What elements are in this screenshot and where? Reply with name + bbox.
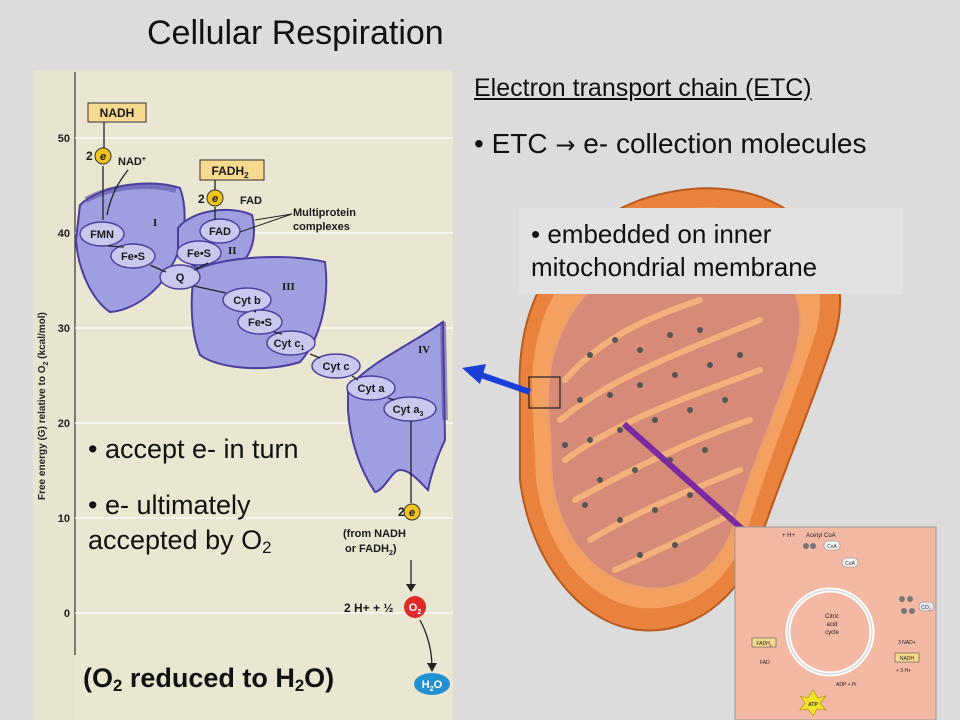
water-badge: H2O — [422, 679, 443, 693]
embedded-callout: • embedded on inner mitochondrial membra… — [519, 208, 903, 294]
inset-acetyl-coa: Acetyl CoA — [806, 533, 836, 539]
complex-iv-label: IV — [418, 344, 430, 356]
y-tick-40: 40 — [58, 228, 70, 240]
nadh-label: NADH — [100, 106, 135, 120]
inset-fad: FAD — [760, 660, 770, 666]
inset-nad: 3 NAD+ — [898, 640, 916, 646]
carrier-cyt-a3: Cyt a3 — [393, 404, 424, 418]
carrier-cyt-c1: Cyt c1 — [274, 338, 305, 352]
inset-fadh2: FADH2 — [756, 641, 771, 648]
blue-pointer-arrow — [462, 364, 531, 395]
multiprotein-label-2: complexes — [293, 221, 350, 233]
from-nadh-label: (from NADH — [343, 528, 406, 540]
etc-energy-panel: 50 40 30 20 10 0 Free energy (G) relativ… — [33, 70, 453, 720]
nad-plus-label: NAD+ — [118, 156, 146, 168]
carrier-q: Q — [176, 272, 185, 284]
svg-text:e: e — [212, 193, 218, 205]
y-axis-label: Free energy (G) relative to O2 (kcal/mol… — [37, 312, 50, 500]
cycle-label-3: cycle — [825, 630, 839, 636]
fadh2-two: 2 — [198, 192, 205, 206]
or-fadh2-label: or FADH2) — [345, 543, 397, 557]
oxygen-badge: O2 — [409, 602, 422, 616]
inset-adp: ADP + Pi — [836, 682, 856, 688]
svg-text:e: e — [409, 507, 415, 519]
carrier-cyt-c: Cyt c — [323, 361, 350, 373]
fad-label: FAD — [240, 195, 262, 207]
slide-title: Cellular Respiration — [147, 14, 444, 52]
complex-ii-label: II — [228, 245, 237, 257]
carrier-fes-2: Fe•S — [187, 248, 211, 260]
carrier-fes-1: Fe•S — [121, 251, 145, 263]
carrier-fad: FAD — [209, 226, 231, 238]
svg-text:e: e — [100, 151, 106, 163]
inset-nadh: NADH — [900, 656, 915, 662]
inset-h-top: + H+ — [782, 533, 796, 539]
complex-iii-label: III — [282, 281, 295, 293]
y-tick-30: 30 — [58, 323, 70, 335]
cycle-label-1: Citric — [825, 614, 839, 620]
inset-co2: CO2 — [921, 605, 931, 612]
svg-text:CoA: CoA — [827, 544, 837, 550]
etc-heading: Electron transport chain (ETC) — [474, 74, 812, 102]
y-tick-20: 20 — [58, 418, 70, 430]
svg-text:2: 2 — [398, 505, 405, 519]
fadh2-label: FADH2 — [211, 164, 249, 180]
nadh-two: 2 — [86, 149, 93, 163]
y-tick-50: 50 — [58, 133, 70, 145]
reduced-caption: (O2 reduced to H2O) — [83, 663, 335, 696]
h-plus-equation: 2 H+ + ½ — [344, 601, 393, 615]
svg-text:CoA: CoA — [845, 561, 855, 567]
cycle-label-2: acid — [826, 622, 837, 628]
carrier-cyt-b: Cyt b — [233, 295, 261, 307]
carrier-fes-3: Fe•S — [248, 317, 272, 329]
carrier-cyt-a: Cyt a — [358, 383, 386, 395]
ultimate-bullet: • e- ultimately accepted by O2 — [88, 490, 272, 558]
y-tick-10: 10 — [58, 513, 70, 525]
y-tick-0: 0 — [64, 608, 70, 620]
mitochondrion-illustration — [518, 187, 841, 632]
right-arrow-icon: → — [555, 131, 576, 159]
inset-3h: + 3 H+ — [896, 668, 911, 674]
carrier-fmn: FMN — [90, 229, 114, 241]
multiprotein-label-1: Multiprotein — [293, 207, 356, 219]
inset-atp: ATP — [808, 702, 818, 708]
embedded-bullet: • embedded on inner mitochondrial membra… — [531, 219, 818, 282]
citric-acid-cycle-inset: + H+ Acetyl CoA CoA CoA Citric acid cycl… — [734, 526, 937, 720]
accept-bullet: • accept e- in turn — [88, 434, 299, 464]
complex-i-label: I — [153, 217, 157, 229]
etc-bullet: • ETC → e- collection molecules — [474, 128, 867, 159]
